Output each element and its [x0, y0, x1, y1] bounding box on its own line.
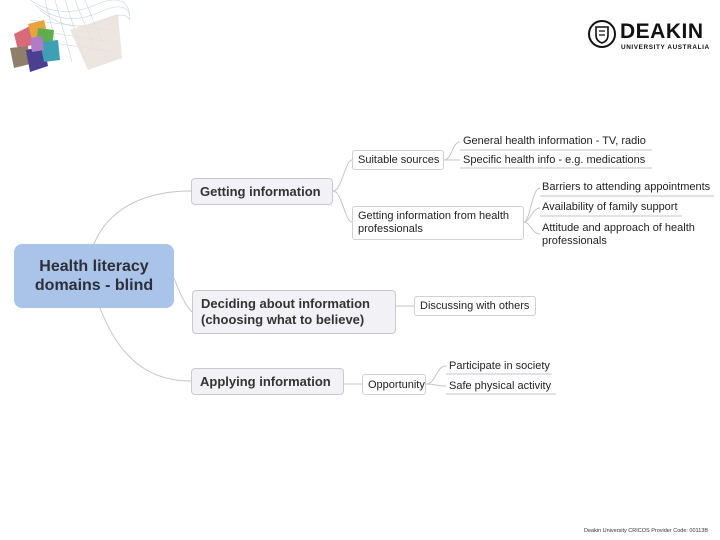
node-deciding-line2: (choosing what to believe) — [201, 312, 365, 327]
node-discussing-label: Discussing with others — [420, 300, 530, 312]
connector-root-applying — [99, 307, 192, 382]
connector-root-deciding — [173, 277, 193, 313]
connector-prof-barriers — [523, 187, 541, 223]
connector-getting-suitable — [332, 159, 353, 192]
leaf-safe-physical-activity: Safe physical activity — [449, 380, 552, 392]
leaf-family-support: Availability of family support — [542, 201, 678, 213]
node-getting-information: Getting information — [191, 178, 333, 205]
connector-prof-attitude — [523, 221, 541, 235]
deakin-logo: DEAKIN UNIVERSITY AUSTRALIA — [588, 18, 710, 58]
node-opportunity: Opportunity — [362, 374, 426, 395]
connector-suitable-leaf1 — [443, 141, 461, 161]
connector-prof-family — [523, 207, 541, 223]
root-node-health-literacy: Health literacy domains - blind — [14, 244, 174, 308]
leaf-specific-health-info: Specific health info - e.g. medications — [463, 154, 646, 166]
connector-getting-professionals — [332, 190, 353, 223]
leaf-attitude-line1: Attitude and approach of health — [542, 222, 695, 234]
node-applying-information: Applying information — [191, 368, 344, 395]
connector-opportunity-leaf1 — [425, 365, 447, 385]
leaf-participate-in-society: Participate in society — [449, 360, 550, 372]
connector-root-getting — [93, 190, 192, 245]
node-deciding-line1: Deciding about information — [201, 296, 370, 311]
connector-opportunity-leaf2 — [425, 383, 447, 387]
logo-subtitle: UNIVERSITY AUSTRALIA — [621, 44, 710, 51]
node-applying-label: Applying information — [200, 374, 331, 389]
decorative-corner-art — [10, 0, 130, 72]
node-info-from-professionals: Getting information from health professi… — [352, 206, 524, 240]
node-info-from-professionals-line1: Getting information from health — [358, 210, 510, 222]
node-opportunity-label: Opportunity — [368, 378, 425, 391]
node-getting-information-label: Getting information — [200, 184, 321, 199]
root-label-line1: Health literacy — [39, 258, 149, 275]
root-label-line2: domains - blind — [34, 277, 154, 294]
node-suitable-sources: Suitable sources — [352, 150, 444, 170]
logo-wordmark: DEAKIN — [620, 20, 704, 43]
leaf-attitude-professionals: Attitude and approach of health professi… — [542, 222, 695, 248]
leaf-barriers-appointments: Barriers to attending appointments — [542, 181, 711, 193]
footer-cricos-text: Deakin University CRICOS Provider Code: … — [583, 528, 708, 534]
leaf-general-health-info: General health information - TV, radio — [463, 135, 646, 147]
leaf-attitude-line2: professionals — [542, 235, 607, 247]
node-discussing-with-others: Discussing with others — [414, 296, 536, 316]
node-deciding-about-information: Deciding about information (choosing wha… — [192, 290, 396, 334]
university-crest-icon — [588, 20, 616, 48]
node-suitable-sources-label: Suitable sources — [358, 154, 440, 166]
node-info-from-professionals-line2: professionals — [358, 223, 423, 235]
